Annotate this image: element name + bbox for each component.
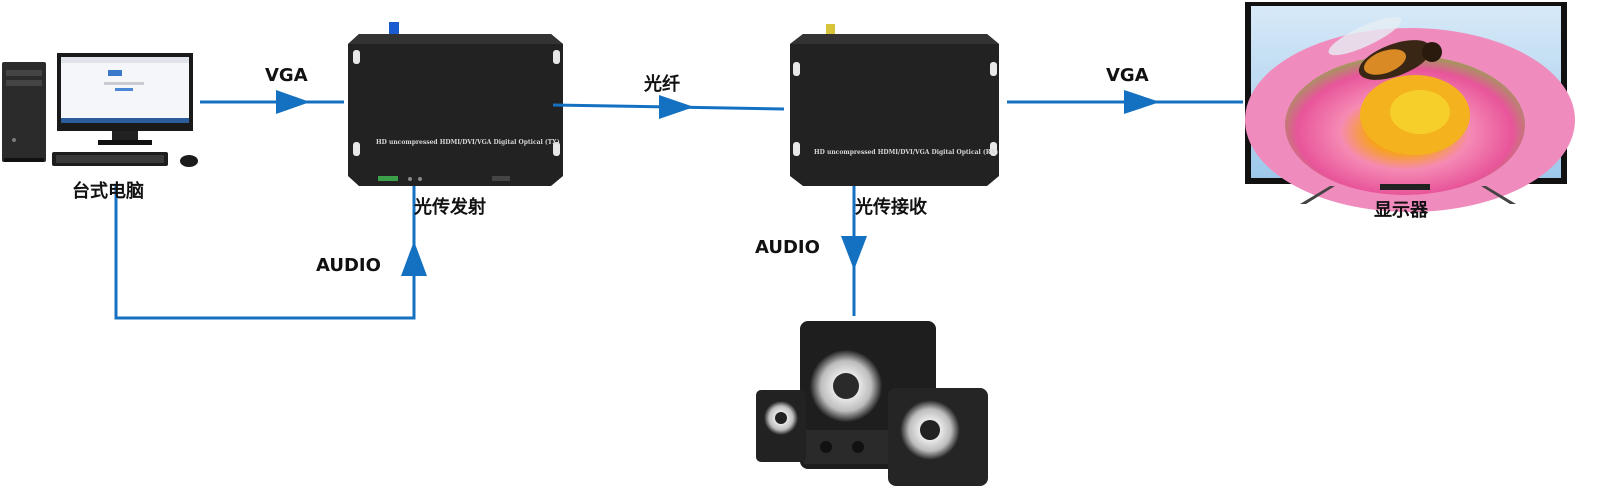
desktop-computer-icon <box>2 53 198 167</box>
label-audio-right: AUDIO <box>755 237 820 258</box>
speakers-icon <box>756 321 988 486</box>
audio-left-line <box>114 184 416 320</box>
audio-left-arrow <box>401 241 427 276</box>
label-vga-right: VGA <box>1106 65 1149 86</box>
label-receiver: 光传接收 <box>854 196 927 218</box>
label-transmitter: 光传发射 <box>413 196 486 218</box>
label-fiber: 光纤 <box>643 73 680 95</box>
vga-left-arrow <box>276 90 310 114</box>
vga-right-arrow <box>1124 90 1160 114</box>
fiber-receiver-icon: HD uncompressed HDMI/DVI/VGA Digital Opt… <box>790 24 999 186</box>
monitor-icon <box>1245 2 1575 212</box>
connectors <box>114 90 1243 320</box>
label-vga-left: VGA <box>265 65 308 86</box>
receiver-model-text: HD uncompressed HDMI/DVI/VGA Digital Opt… <box>814 149 998 156</box>
transmitter-model-text: HD uncompressed HDMI/DVI/VGA Digital Opt… <box>376 139 560 146</box>
label-desktop: 台式电脑 <box>72 180 144 202</box>
fiber-transmitter-icon: HD uncompressed HDMI/DVI/VGA Digital Opt… <box>348 22 563 186</box>
label-monitor: 显示器 <box>1374 200 1429 221</box>
label-audio-left: AUDIO <box>316 255 381 276</box>
audio-right-arrow <box>841 236 867 270</box>
fiber-arrow <box>659 95 694 119</box>
